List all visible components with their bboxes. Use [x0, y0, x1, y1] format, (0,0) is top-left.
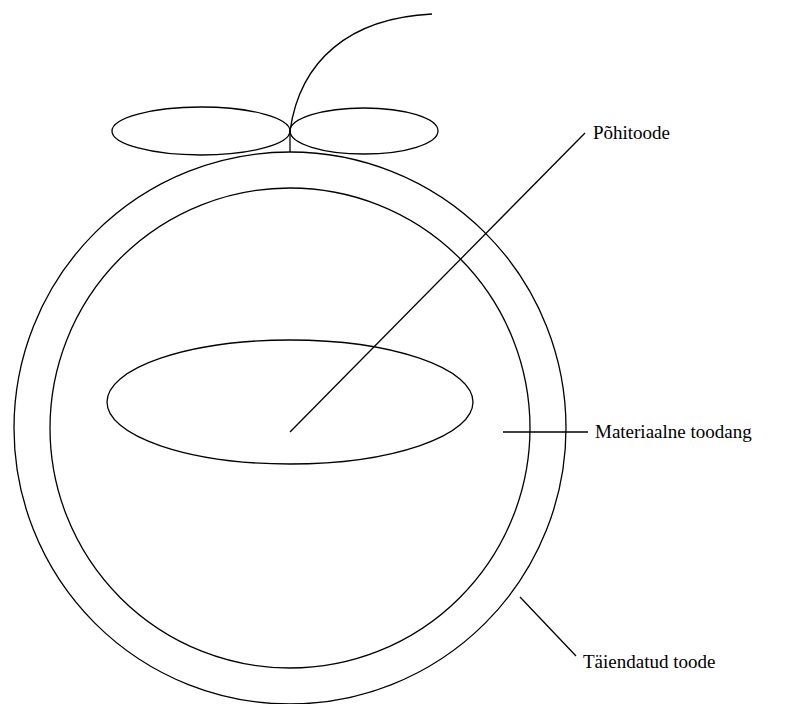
- part-label: Põhitoode: [592, 122, 671, 145]
- stem: [289, 131, 290, 152]
- leader-line: [520, 597, 576, 656]
- leader-line: [290, 133, 585, 432]
- inner-circle: [50, 188, 530, 668]
- leaf: [290, 108, 438, 154]
- core-ellipse: [107, 340, 473, 464]
- leader-line: [503, 431, 588, 432]
- part-label: Materiaalne toodang: [594, 421, 753, 444]
- outer-circle: [14, 152, 566, 704]
- stem: [290, 14, 432, 131]
- leaf: [112, 107, 290, 155]
- part-label: Täiendatud toode: [582, 651, 716, 674]
